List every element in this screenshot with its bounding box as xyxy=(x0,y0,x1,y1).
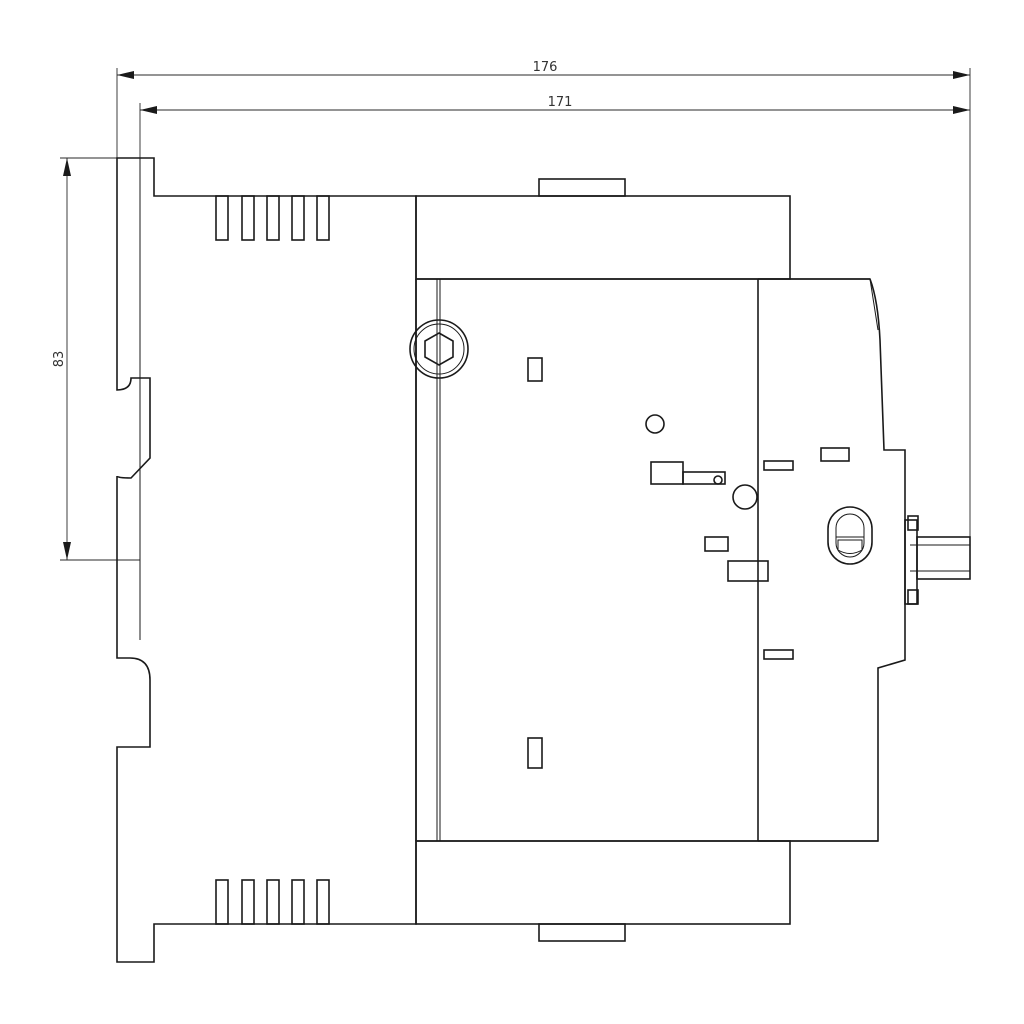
body-aux-contact-slot xyxy=(727,560,769,582)
body-slot-upper xyxy=(527,357,543,382)
front-panel-edge xyxy=(869,278,879,331)
front-slot-top xyxy=(763,460,794,471)
lower-vent-slots xyxy=(215,879,330,925)
front-panel-outline xyxy=(758,278,906,842)
body-slot-lower xyxy=(527,737,543,769)
dimension-overall-depth: 176 xyxy=(116,60,971,540)
front-slot-upper-right xyxy=(820,447,850,462)
hex-screw-icon xyxy=(409,319,469,379)
dimension-label-rail-height: 83 xyxy=(52,351,67,368)
dimension-rail-height: 83 xyxy=(52,157,140,561)
dimension-depth-to-rail: 171 xyxy=(139,95,970,158)
dimension-label-overall-depth: 176 xyxy=(533,60,558,75)
bottom-terminal-block xyxy=(415,840,791,942)
upper-vent-slots xyxy=(215,195,330,241)
handle-shaft xyxy=(904,515,971,605)
mounting-base-outline xyxy=(116,157,417,963)
lever-mechanism xyxy=(650,461,758,510)
top-terminal-block xyxy=(415,178,791,280)
body-indicator-hole xyxy=(645,414,665,434)
rotary-indicator-icon xyxy=(827,506,873,565)
main-body xyxy=(415,278,878,842)
front-slot-bottom xyxy=(763,649,794,660)
dimension-label-depth-to-rail: 171 xyxy=(548,95,573,110)
body-small-window xyxy=(704,536,729,552)
